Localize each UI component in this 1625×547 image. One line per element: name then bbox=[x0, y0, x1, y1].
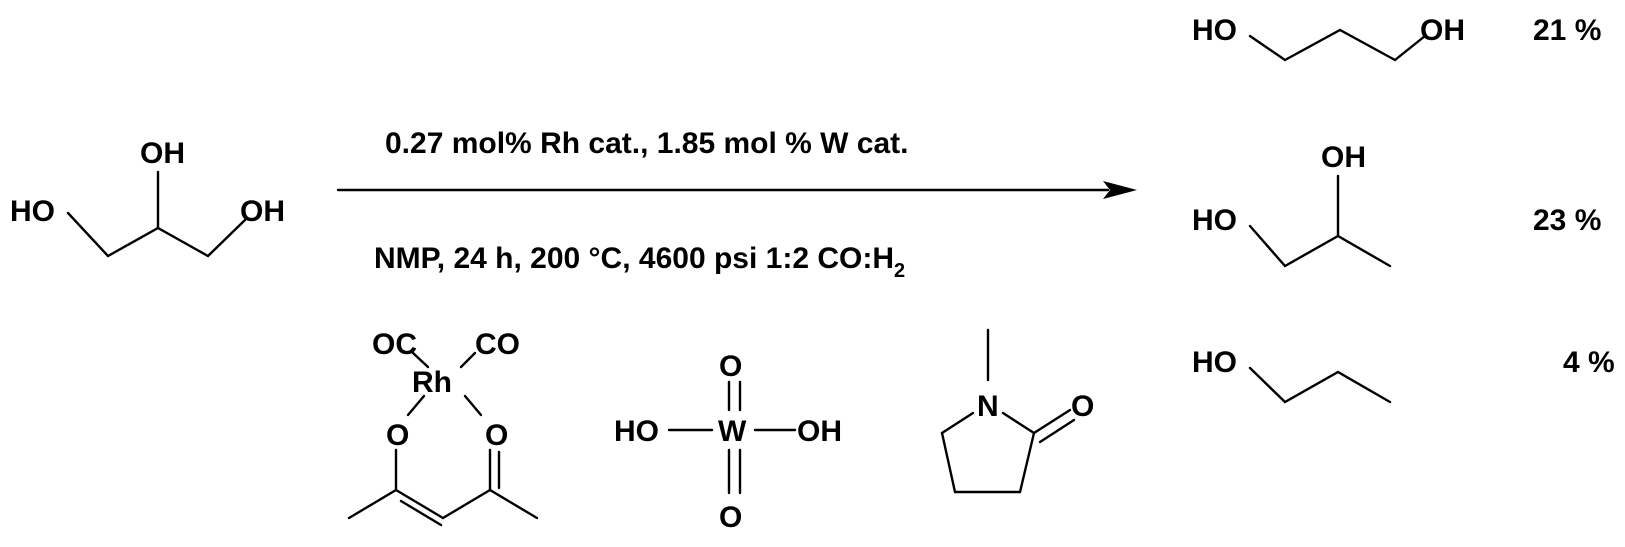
nmp-structure: N O bbox=[940, 328, 1094, 494]
rh-o-left-bond bbox=[406, 394, 426, 417]
conditions-line-2: NMP, 24 h, 200 °C, 4600 psi 1:2 CO:H2 bbox=[374, 242, 905, 282]
product-2-atom-oh: OH bbox=[1321, 141, 1366, 174]
nmp-n-c-ring-bond-right bbox=[1001, 411, 1036, 435]
product-3-skeleton bbox=[1248, 366, 1392, 404]
reaction-arrow-head bbox=[1103, 181, 1137, 199]
rh-atom-co: CO bbox=[475, 328, 520, 361]
nmp-ring-bond-1 bbox=[940, 431, 957, 494]
conditions-line-2-main: NMP, 24 h, 200 °C, 4600 psi 1:2 CO:H bbox=[374, 242, 894, 275]
product-3-atom-ho: HO bbox=[1192, 346, 1237, 379]
product-3-yield: 4 % bbox=[1563, 346, 1615, 379]
acac-c-c-double-bond-a bbox=[394, 488, 445, 520]
w-atom-oh: OH bbox=[797, 415, 842, 448]
w-atom-ho: HO bbox=[614, 415, 659, 448]
nmp-atom-n: N bbox=[977, 390, 999, 423]
rh-atom-rh: Rh bbox=[412, 366, 452, 399]
rh-atom-o-right: O bbox=[485, 419, 508, 452]
w-atom-o-top: O bbox=[719, 350, 742, 383]
acac-methyl-left-bond bbox=[347, 488, 398, 520]
w-catalyst-structure: O HO W OH O bbox=[614, 350, 842, 534]
rh-catalyst-structure: OC CO Rh O O bbox=[347, 328, 539, 527]
product-1-atom-ho: HO bbox=[1192, 14, 1237, 47]
w-atom-w: W bbox=[718, 415, 747, 448]
nmp-n-c-ring-bond-left bbox=[940, 411, 975, 435]
atom-label-oh-right: OH bbox=[240, 195, 285, 228]
rh-o-right-bond bbox=[463, 394, 483, 417]
conditions-line-2-subscript: 2 bbox=[894, 260, 905, 282]
acac-c-c-double-bond-b bbox=[399, 499, 443, 527]
reaction-arrow-group: 0.27 mol% Rh cat., 1.85 mol % W cat. NMP… bbox=[336, 127, 1137, 282]
nmp-carbonyl-bond-a bbox=[1032, 408, 1072, 435]
atom-label-oh-top: OH bbox=[140, 137, 185, 170]
product-1-propanediol: HO OH 21 % bbox=[1192, 14, 1601, 62]
acac-c-c-bond bbox=[441, 488, 492, 520]
nmp-atom-o: O bbox=[1071, 390, 1094, 423]
rh-atom-oc: OC bbox=[372, 328, 417, 361]
product-2-atom-ho: HO bbox=[1192, 204, 1237, 237]
product-3-propanol: HO 4 % bbox=[1192, 346, 1615, 404]
product-2-propanediol: OH HO 23 % bbox=[1192, 141, 1601, 268]
product-2-yield: 23 % bbox=[1533, 204, 1601, 237]
reactant-glycerol: OH HO OH bbox=[10, 137, 285, 258]
product-1-atom-oh: OH bbox=[1420, 14, 1465, 47]
atom-label-ho-left: HO bbox=[10, 195, 55, 228]
w-atom-o-bottom: O bbox=[719, 501, 742, 534]
conditions-line-1: 0.27 mol% Rh cat., 1.85 mol % W cat. bbox=[385, 127, 909, 160]
rh-co-bond bbox=[459, 351, 477, 369]
nmp-ring-bond-3 bbox=[1018, 431, 1036, 494]
product-1-yield: 21 % bbox=[1533, 14, 1601, 47]
acac-methyl-right-bond bbox=[488, 488, 539, 520]
rh-oc-bond bbox=[411, 351, 430, 369]
glycerol-skeleton bbox=[66, 211, 247, 258]
nmp-carbonyl-bond-b bbox=[1038, 418, 1076, 444]
product-2-skeleton bbox=[1248, 224, 1392, 268]
rh-atom-o-left: O bbox=[386, 419, 409, 452]
product-1-skeleton bbox=[1248, 28, 1427, 62]
